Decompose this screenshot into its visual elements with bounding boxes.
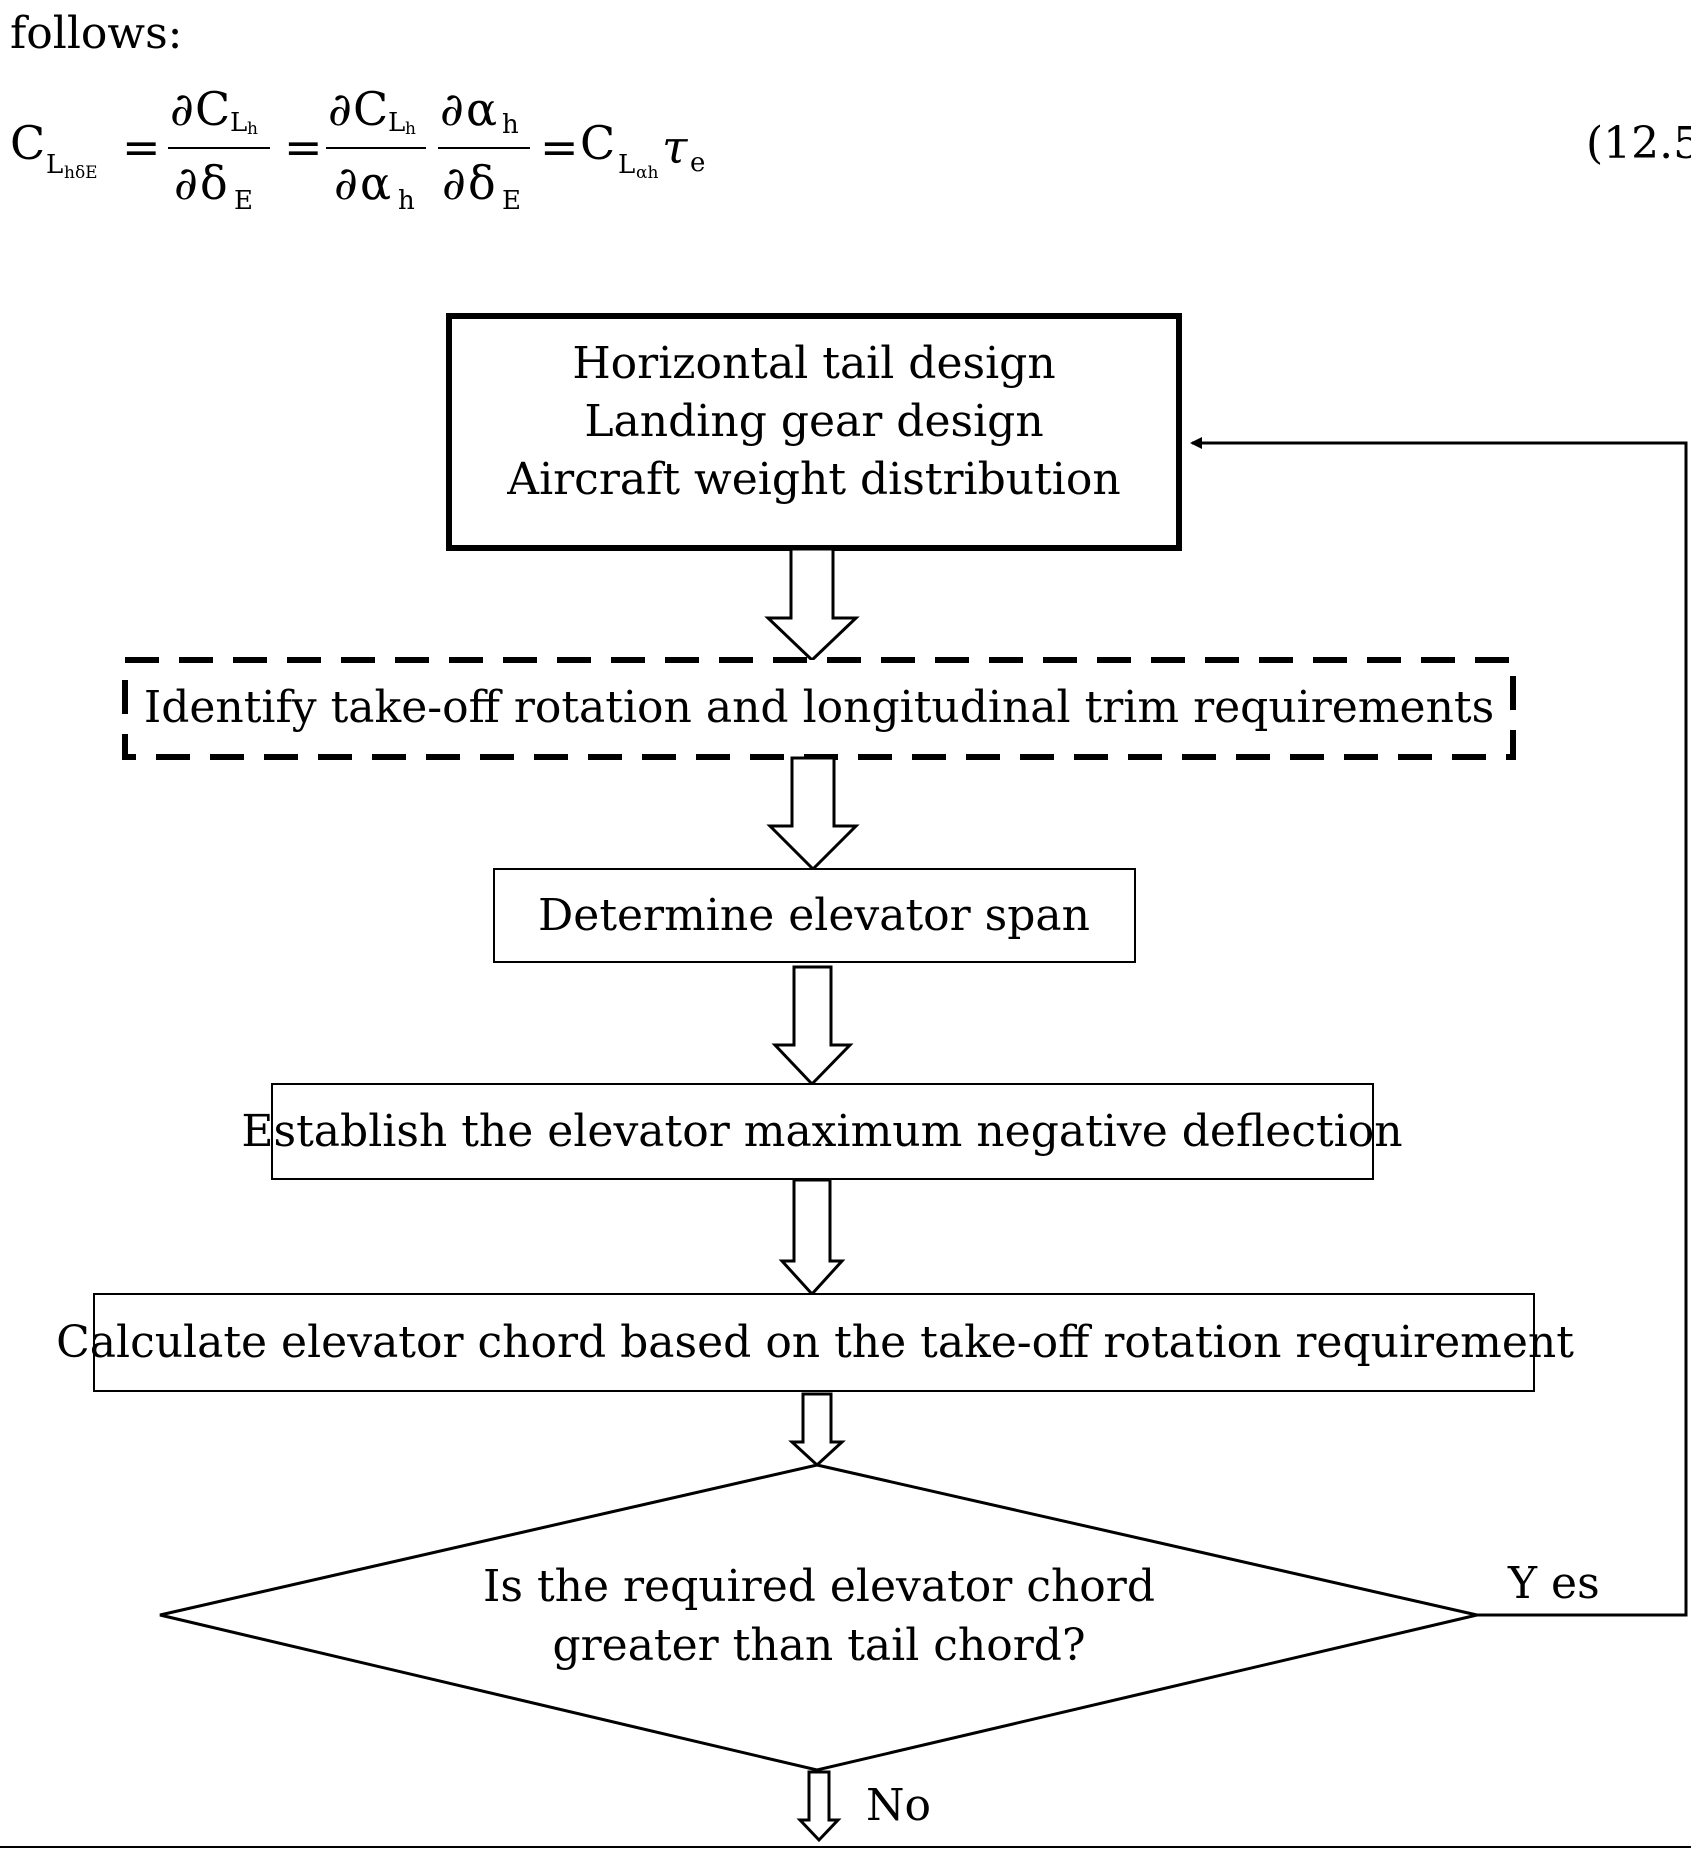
eq-lhs-sub: L: [46, 150, 64, 180]
frac3-num-partial: ∂: [440, 82, 464, 136]
eq-equals-3: =: [540, 120, 579, 174]
yes-loop-arrow: [1190, 437, 1688, 1617]
frac1-num-subsub: h: [247, 119, 258, 139]
no-arrow: [796, 1770, 842, 1843]
flow-arrow-2: [766, 756, 860, 872]
eq-rhs-tau: τ: [662, 120, 688, 174]
frac1-num-sub: L: [230, 108, 248, 138]
decision-diamond: Is the required elevator chord greater t…: [159, 1463, 1478, 1772]
frac3-den-partial: ∂: [442, 156, 466, 210]
flow-arrow-3: [771, 965, 854, 1087]
frac3-den-base: δ: [468, 156, 496, 210]
frac3-num-sub: h: [502, 110, 519, 140]
intro-text: follows:: [10, 8, 183, 59]
frac3-line: [438, 147, 530, 149]
frac1-den-sub: E: [234, 186, 253, 216]
chord-box: Calculate elevator chord based on the ta…: [56, 1293, 1574, 1392]
start-box-line-2: Landing gear design: [584, 396, 1043, 447]
decision-line-1: Is the required elevator chord: [483, 1561, 1155, 1612]
eq-rhs-sub: L: [618, 150, 636, 180]
frac2-line: [326, 147, 426, 149]
frac1-den-partial: ∂: [174, 156, 198, 210]
chord-box-text: Calculate elevator chord based on the ta…: [56, 1317, 1574, 1368]
eq-rhs-subsub: αh: [636, 163, 659, 183]
span-box: Determine elevator span: [493, 868, 1136, 963]
frac1-num-partial: ∂: [170, 82, 194, 136]
start-box-line-1: Horizontal tail design: [572, 338, 1055, 389]
frac2-num-subsub: h: [405, 119, 416, 139]
equation-number: (12.5: [1586, 118, 1691, 169]
frac2-num-sub: L: [388, 108, 406, 138]
frac3-den-sub: E: [502, 186, 521, 216]
eq-rhs-base: C: [580, 116, 616, 170]
flow-arrow-1: [764, 547, 860, 663]
identify-box-text: Identify take-off rotation and longitudi…: [144, 682, 1494, 733]
frac2-den-base: α: [360, 156, 392, 210]
flow-arrow-5: [788, 1392, 846, 1468]
decision-line-2: greater than tail chord?: [552, 1620, 1085, 1671]
eq-equals-2: =: [284, 120, 323, 174]
deflection-box: Establish the elevator maximum negative …: [241, 1083, 1403, 1180]
no-label: No: [866, 1780, 931, 1831]
eq-equals-1: =: [122, 120, 161, 174]
eq-rhs-tau-sub: e: [690, 148, 706, 178]
frac1-den-base: δ: [200, 156, 228, 210]
frac3-num-base: α: [466, 82, 498, 136]
frac2-den-partial: ∂: [334, 156, 358, 210]
span-box-text: Determine elevator span: [538, 890, 1090, 941]
frac2-num-partial: ∂: [328, 82, 352, 136]
flow-arrow-4: [778, 1178, 846, 1297]
deflection-box-text: Establish the elevator maximum negative …: [241, 1106, 1402, 1157]
frac1-num-base: C: [195, 82, 231, 136]
start-box-line-3: Aircraft weight distribution: [506, 454, 1120, 505]
start-box: Horizontal tail design Landing gear desi…: [446, 313, 1182, 551]
frac1-line: [168, 147, 270, 149]
eq-lhs-subsub: hδE: [64, 163, 98, 183]
identify-box: Identify take-off rotation and longitudi…: [122, 657, 1516, 760]
frac2-den-sub: h: [398, 186, 415, 216]
yes-label: Y es: [1507, 1558, 1600, 1609]
eq-lhs-base: C: [10, 116, 46, 170]
frac2-num-base: C: [353, 82, 389, 136]
